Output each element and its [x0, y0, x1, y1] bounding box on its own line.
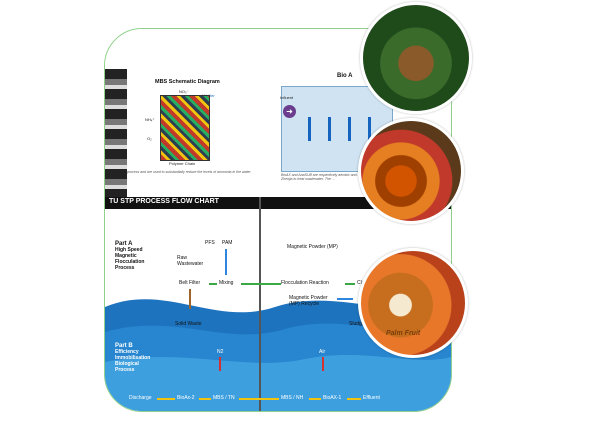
nh4-label: NH₄⁺: [145, 117, 155, 122]
flow-chart-title: TU STP PROCESS FLOW CHART: [109, 198, 219, 205]
arrow-left: [309, 398, 321, 400]
palm-fruit-bunch-photo: [358, 118, 464, 224]
pfs-label: PFS: [205, 240, 215, 246]
bioax-2-node: BioAx-2: [177, 395, 195, 401]
palm-fruit-label: Palm Fruit: [386, 330, 421, 337]
arrow-left: [347, 398, 361, 400]
arrow-left: [239, 398, 279, 400]
section-divider: [259, 197, 261, 411]
arrow-left: [157, 398, 175, 400]
air-label: Air: [319, 349, 326, 355]
effluent-node: Effluent: [363, 395, 380, 401]
sludge-node: Sludge: [349, 321, 365, 327]
bioax-caption: BioAX and AnaSUB are respectively aerobi…: [281, 173, 379, 181]
mbs-tn-node: MBS / TN: [213, 395, 235, 401]
influent-arrow-icon: ➜: [283, 105, 296, 118]
pam-label: PAM: [222, 240, 233, 246]
bioax-1-node: BioAX-1: [323, 395, 342, 401]
mbs-caption: process and are used to substantially re…: [127, 170, 252, 174]
flow-arrow: [348, 117, 351, 141]
equipment-photo: [105, 69, 127, 199]
flow-chart-header: TU STP PROCESS FLOW CHART: [105, 197, 451, 209]
mbs-nh-node: MBS / NH: [281, 395, 304, 401]
n2-label: N2: [217, 349, 224, 355]
mbs-schematic-image: [160, 95, 210, 161]
arrow-right: [241, 283, 281, 285]
flow-arrow: [328, 117, 331, 141]
part-a-title: Part A High Speed Magnetic Flocculation …: [115, 241, 145, 271]
palm-tree-photo: [360, 2, 472, 114]
arrow-left: [199, 398, 211, 400]
mp-recycle-node: Magnetic Powder (MP) Recycle: [289, 295, 328, 307]
discharge-node: Discharge: [129, 395, 152, 401]
arrow-right: [345, 283, 355, 285]
n2-arrow: [219, 357, 221, 371]
flow-arrow: [308, 117, 311, 141]
mixing-node: Mixing: [219, 280, 234, 286]
o2-label: O₂: [147, 136, 152, 141]
solid-waste-node: Solid Waste: [175, 321, 202, 327]
flow-arrow: [368, 117, 371, 141]
part-b-title: Part B Efficiency Immobilisation Biologi…: [115, 343, 151, 373]
polymer-chain-label: Polymer Chain: [169, 161, 196, 166]
arrow-right: [209, 283, 217, 285]
palm-fruit-cut-photo: [358, 248, 468, 358]
bioax-diagram-title: Bio A: [337, 73, 353, 79]
no3-label: NO₃⁻: [179, 89, 189, 94]
pam-arrow: [225, 249, 227, 275]
flocculation-node: Flocculation Reaction: [281, 280, 329, 286]
solid-waste-arrow: [189, 289, 191, 309]
mbs-diagram-title: MBS Schematic Diagram: [155, 79, 220, 85]
belt-filter-node: Belt Filter: [179, 280, 201, 286]
raw-wastewater-label: Raw Wastewater: [177, 255, 204, 267]
air-arrow: [322, 357, 324, 371]
influent-label: Influent: [280, 95, 294, 100]
arrow-left: [337, 298, 353, 300]
magnetic-powder-label: Magnetic Powder (MP): [287, 244, 338, 250]
